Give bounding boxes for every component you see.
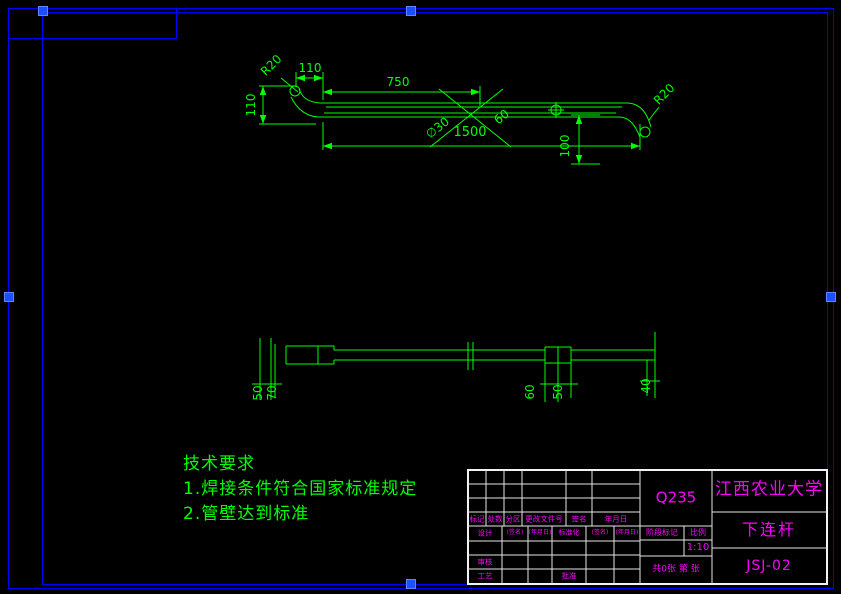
techreq-item-1: 1.焊接条件符合国家标准规定 [183, 479, 418, 499]
sign-label-2: (签名) [591, 529, 609, 536]
sign-label: (签名) [506, 529, 524, 536]
technical-requirements: 技术要求 1.焊接条件符合国家标准规定 2.管壁达到标准 [183, 452, 417, 527]
selection-grip[interactable] [826, 292, 836, 302]
techreq-item-2: 2.管壁达到标准 [183, 504, 310, 524]
scale-label: 比例 [690, 528, 706, 537]
date-label: (年月日) [528, 529, 552, 536]
dim-r20-left[interactable]: R20 [258, 52, 285, 79]
rev-header-sign: 签名 [571, 514, 587, 524]
part-name: 下连杆 [741, 520, 797, 539]
title-block-grid [467, 469, 828, 585]
dim-1500[interactable]: 1500 [453, 125, 486, 140]
stage-label: 阶段标记 [646, 528, 678, 537]
dim-50-left[interactable]: 50 [251, 385, 265, 400]
rev-header-count: 处数 [487, 514, 503, 524]
dim-70-left[interactable]: 70 [265, 385, 279, 400]
side-view[interactable] [259, 72, 660, 165]
plan-view-dimension-labels: 50 70 60 50 40 [251, 378, 653, 400]
dim-750[interactable]: 750 [387, 75, 410, 89]
standardization-label: 标准化 [558, 528, 580, 537]
techreq-title: 技术要求 [183, 454, 255, 474]
side-view-dimension-labels: 110 750 110 ∅30 1500 60 100 R20 R20 [244, 52, 677, 158]
selection-grip[interactable] [406, 6, 416, 16]
selection-grip[interactable] [406, 579, 416, 589]
rev-header-docno: 更改文件号 [525, 514, 563, 524]
plan-view[interactable] [252, 332, 660, 402]
dim-60-mid[interactable]: 60 [523, 384, 537, 399]
dim-phi30[interactable]: ∅30 [423, 114, 452, 141]
organization-name: 江西农业大学 [715, 479, 823, 500]
scale-value: 1:10 [686, 542, 710, 553]
dim-110-top[interactable]: 110 [299, 61, 322, 75]
dim-110-left[interactable]: 110 [244, 94, 258, 117]
design-label: 设计 [477, 528, 493, 538]
process-label: 工艺 [477, 571, 493, 581]
sheet-corner-box [8, 8, 177, 39]
material-value: Q235 [655, 488, 697, 507]
rev-header-mark: 标记 [469, 514, 485, 524]
dim-60[interactable]: 60 [491, 107, 512, 127]
dim-r20-right[interactable]: R20 [651, 81, 678, 108]
selection-grip[interactable] [4, 292, 14, 302]
check-label: 审核 [477, 557, 493, 567]
rev-header-zone: 分区 [505, 514, 521, 524]
selection-grip[interactable] [38, 6, 48, 16]
approve-label: 批准 [561, 571, 577, 581]
dim-100[interactable]: 100 [558, 135, 572, 158]
sheet-info: 共0张 第 张 [652, 564, 700, 575]
dim-40-right[interactable]: 40 [639, 378, 653, 393]
dim-50-mid[interactable]: 50 [551, 384, 565, 399]
drawing-number: JSJ-02 [746, 558, 792, 574]
rev-header-date: 年月日 [604, 514, 628, 524]
date-label-2: (年月日) [615, 529, 639, 536]
